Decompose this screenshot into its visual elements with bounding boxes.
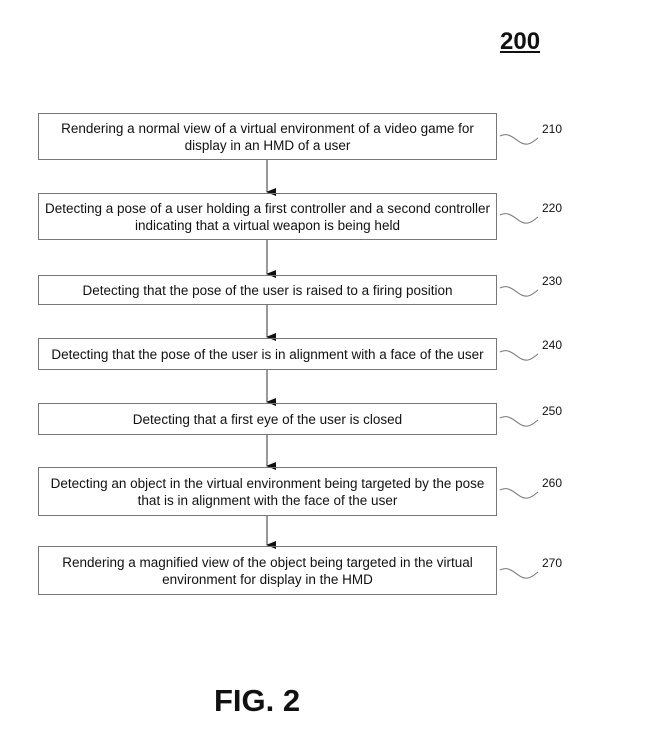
ref-250: 250 xyxy=(542,404,563,418)
ref-240: 240 xyxy=(542,338,563,352)
leader-260 xyxy=(499,488,539,499)
leader-210 xyxy=(499,134,539,145)
leader-240 xyxy=(499,350,539,361)
ref-260: 260 xyxy=(542,476,563,490)
ref-210: 210 xyxy=(542,122,563,136)
step-box-260: Detecting an object in the virtual envir… xyxy=(38,467,497,516)
step-box-220: Detecting a pose of a user holding a fir… xyxy=(38,193,497,240)
leader-230 xyxy=(499,286,539,297)
step-box-240: Detecting that the pose of the user is i… xyxy=(38,338,497,370)
leader-250 xyxy=(499,416,539,427)
step-box-250: Detecting that a first eye of the user i… xyxy=(38,403,497,435)
step-box-270: Rendering a magnified view of the object… xyxy=(38,546,497,595)
step-box-230: Detecting that the pose of the user is r… xyxy=(38,275,497,305)
ref-270: 270 xyxy=(542,556,563,570)
figure-label: FIG. 2 xyxy=(214,683,301,718)
ref-230: 230 xyxy=(542,274,563,288)
ref-220: 220 xyxy=(542,201,563,215)
step-box-210: Rendering a normal view of a virtual env… xyxy=(38,113,497,160)
leader-270 xyxy=(499,568,539,579)
figure-number: 200 xyxy=(500,28,541,55)
leader-220 xyxy=(499,213,539,224)
